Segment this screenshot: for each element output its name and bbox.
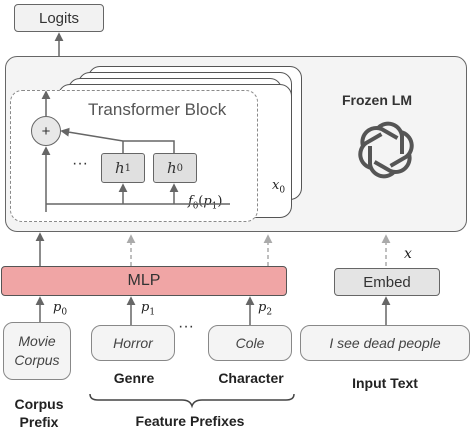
- h0-base: h: [166, 159, 177, 177]
- genre-label: Genre: [113, 370, 155, 386]
- plus-symbol: +: [41, 122, 51, 140]
- p0-label: p0: [53, 300, 67, 318]
- hidden-states-ellipsis: ···: [72, 155, 88, 172]
- input-text-label: Input Text: [352, 375, 418, 391]
- logits-box: Logits: [14, 4, 104, 32]
- f-base: f: [188, 194, 193, 209]
- x0-sub: 0: [279, 185, 286, 196]
- p1-label: p1: [141, 300, 155, 318]
- logo-petal-3: [373, 153, 412, 174]
- logo-petal-2: [389, 130, 414, 168]
- frozen-lm-title: Frozen LM: [342, 92, 412, 108]
- p0-base: p: [53, 300, 62, 315]
- prefix-ellipsis: ···: [178, 318, 194, 335]
- horror-text: Horror: [113, 335, 153, 351]
- feature-prefixes-label: Feature Prefixes: [135, 413, 245, 429]
- f-arg-p: p: [203, 194, 212, 209]
- movie-corpus-prefix: Movie Corpus: [3, 322, 71, 380]
- p2-sub: 2: [266, 307, 273, 318]
- p1-base: p: [141, 300, 150, 315]
- transformer-block-title: Transformer Block: [88, 100, 227, 119]
- f-arg-close: ): [217, 194, 223, 209]
- embed-box: Embed: [334, 268, 440, 296]
- mlp-box: MLP: [1, 266, 287, 296]
- h1-sub: 1: [124, 162, 132, 174]
- corpus-prefix-line2: Prefix: [19, 414, 59, 430]
- logo-petal-5: [358, 132, 383, 170]
- f-theta-label: fθ(p1): [188, 194, 222, 212]
- character-label: Character: [218, 370, 284, 386]
- p2-label: p2: [258, 300, 272, 318]
- x-input-label: x: [404, 246, 412, 262]
- p1-sub: 1: [149, 307, 156, 318]
- mlp-label: MLP: [127, 272, 161, 289]
- input-text-box: I see dead people: [300, 325, 470, 361]
- cole-prefix: Cole: [208, 325, 292, 361]
- f-arg-sub: 1: [211, 201, 218, 212]
- embed-label: Embed: [363, 273, 411, 291]
- input-text-value: I see dead people: [329, 335, 441, 351]
- h-bus-line: [60, 127, 175, 153]
- openai-logo-icon: [358, 121, 414, 179]
- cole-text: Cole: [235, 335, 265, 351]
- p0-sub: 0: [61, 307, 68, 318]
- logits-label: Logits: [38, 9, 80, 27]
- logo-petal-4: [368, 146, 396, 179]
- feature-prefixes-brace: [89, 393, 295, 409]
- f-sub: θ: [192, 201, 199, 212]
- corpus-prefix-line1: Corpus: [14, 396, 64, 412]
- x0-base: x: [272, 178, 280, 193]
- add-node-icon: +: [31, 116, 61, 146]
- h0-sub: 0: [176, 162, 184, 174]
- logo-petal-1: [376, 121, 404, 154]
- logo-petal-6: [360, 126, 399, 147]
- movie-corpus-text: Movie Corpus: [14, 333, 60, 368]
- h1-base: h: [114, 159, 125, 177]
- p2-base: p: [258, 300, 267, 315]
- horror-prefix: Horror: [91, 325, 175, 361]
- x0-label: x0: [272, 178, 285, 196]
- f-arg-open: (: [198, 194, 204, 209]
